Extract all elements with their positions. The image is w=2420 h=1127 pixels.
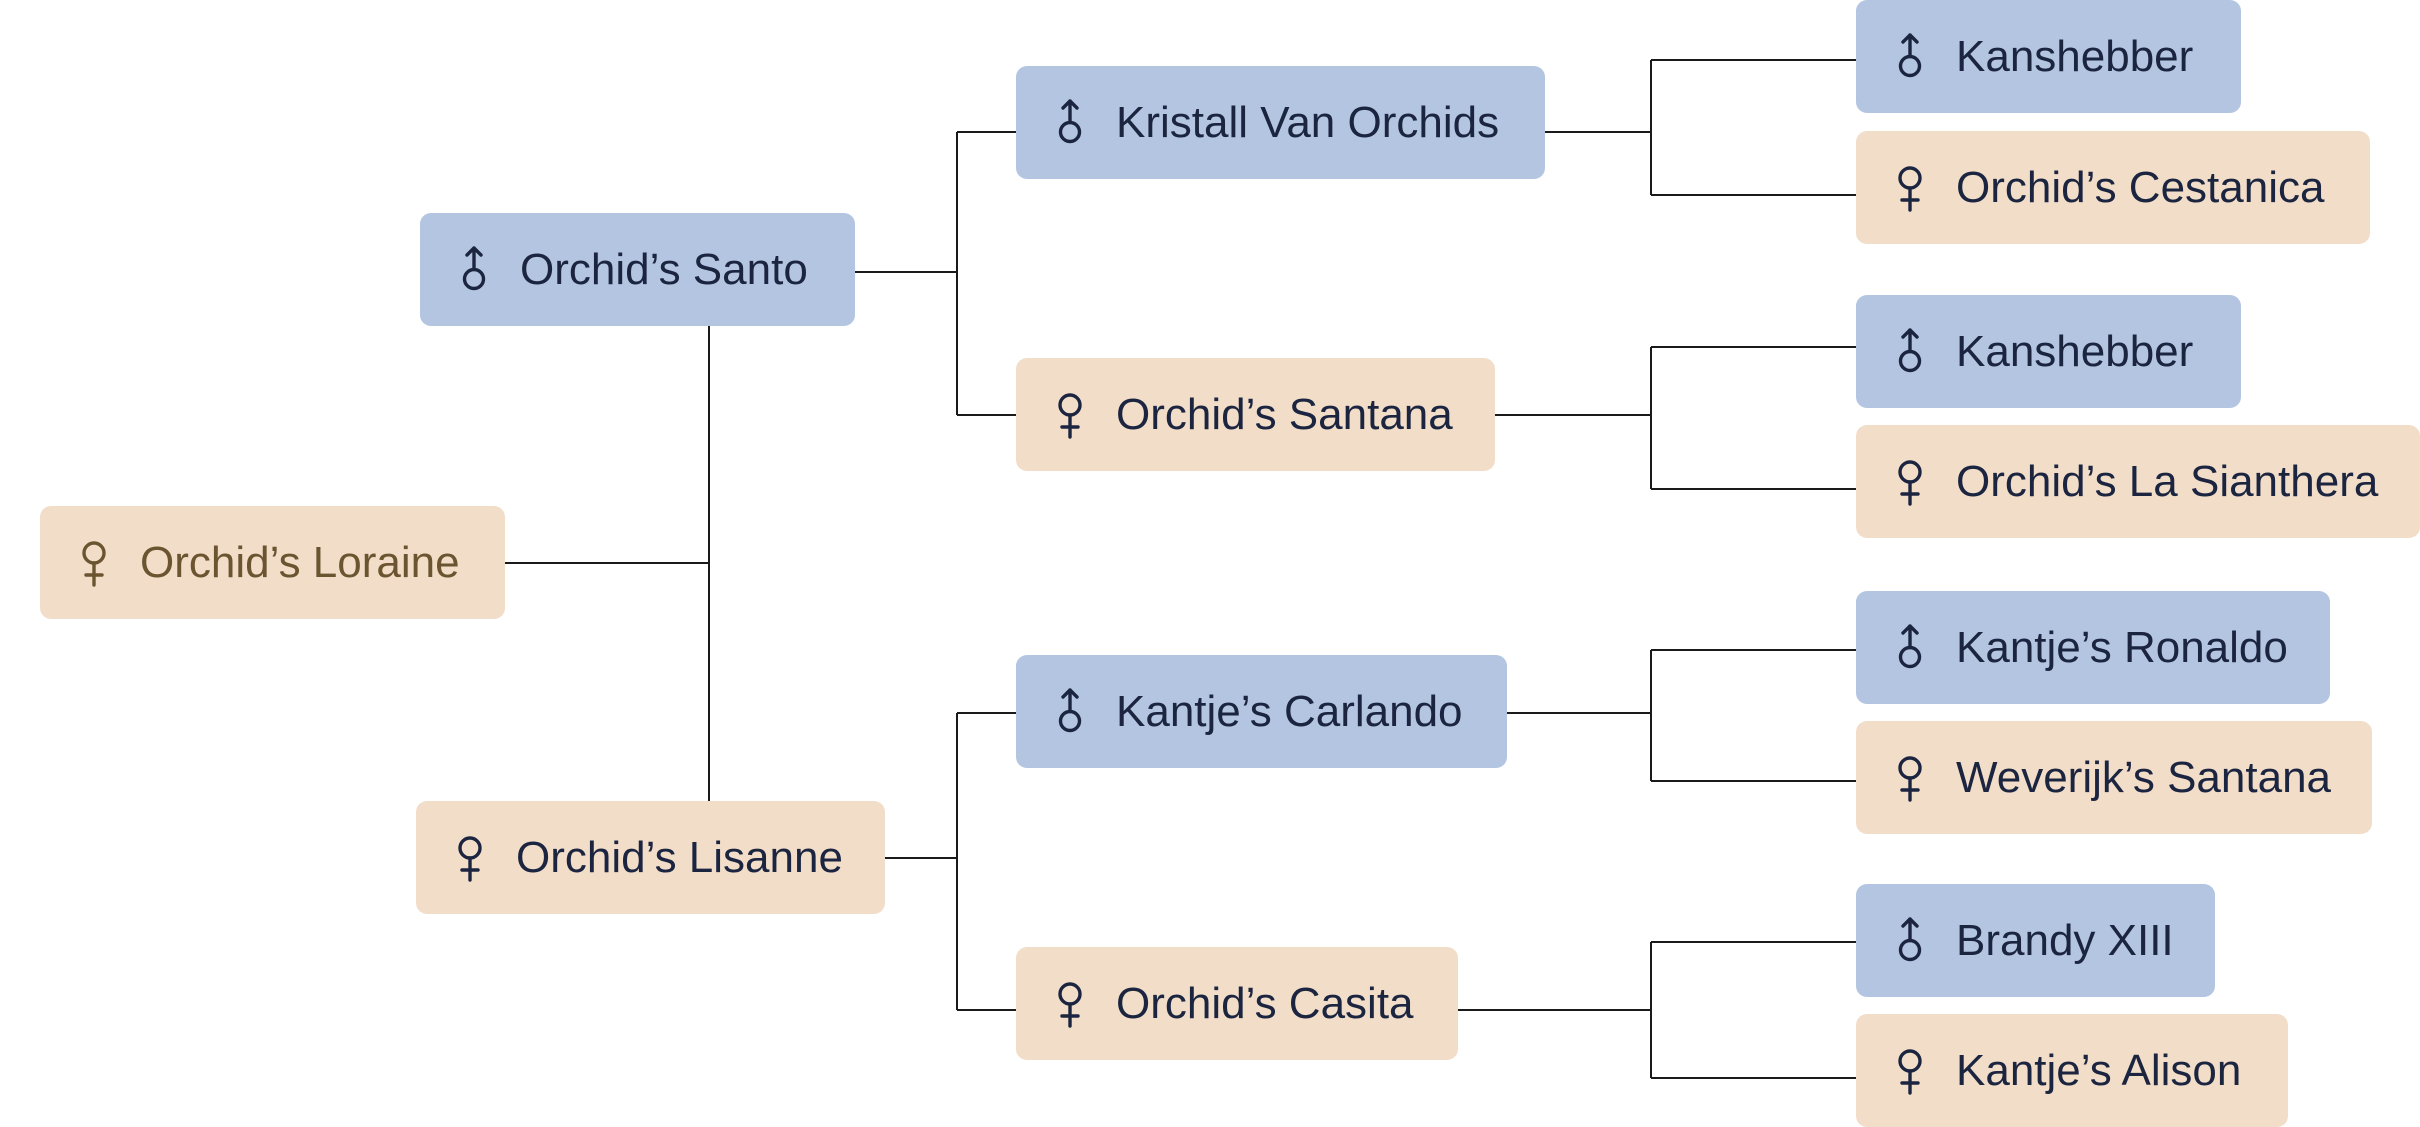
connector-dam-dam-parents — [1458, 941, 1856, 1079]
female-symbol-icon — [1894, 1046, 1926, 1096]
female-symbol-icon — [1054, 390, 1086, 440]
pedigree-node-sire-dam[interactable]: Orchid’s Santana — [1016, 358, 1495, 471]
node-name: Brandy XIII — [1956, 915, 2174, 965]
node-name: Kantje’s Carlando — [1116, 686, 1463, 736]
pedigree-node-sire-sire[interactable]: Kristall Van Orchids — [1016, 66, 1545, 179]
node-name: Orchid’s Santana — [1116, 389, 1453, 439]
pedigree-node-subject[interactable]: Orchid’s Loraine — [40, 506, 505, 619]
connector-sire-sire-parents — [1545, 59, 1856, 196]
female-symbol-icon — [78, 538, 110, 588]
male-symbol-icon — [1894, 32, 1926, 82]
male-symbol-icon — [1054, 98, 1086, 148]
male-symbol-icon — [1894, 916, 1926, 966]
pedigree-node-sire-sire-dam[interactable]: Orchid’s Cestanica — [1856, 131, 2370, 244]
node-name: Kanshebber — [1956, 326, 2194, 376]
pedigree-node-sire-dam-dam[interactable]: Orchid’s La Sianthera — [1856, 425, 2420, 538]
male-symbol-icon — [458, 245, 490, 295]
node-name: Orchid’s La Sianthera — [1956, 456, 2379, 506]
connector-dam-grandparents — [885, 712, 1016, 1011]
pedigree-node-dam-dam[interactable]: Orchid’s Casita — [1016, 947, 1458, 1060]
node-name: Kanshebber — [1956, 31, 2194, 81]
node-name: Orchid’s Santo — [520, 244, 808, 294]
female-symbol-icon — [1894, 753, 1926, 803]
pedigree-node-dam[interactable]: Orchid’s Lisanne — [416, 801, 885, 914]
node-name: Orchid’s Casita — [1116, 978, 1414, 1028]
pedigree-node-dam-sire[interactable]: Kantje’s Carlando — [1016, 655, 1507, 768]
node-name: Orchid’s Cestanica — [1956, 162, 2325, 212]
node-name: Kristall Van Orchids — [1116, 97, 1500, 147]
node-name: Weverijk’s Santana — [1956, 752, 2332, 802]
node-name: Orchid’s Loraine — [140, 537, 460, 587]
male-symbol-icon — [1054, 687, 1086, 737]
pedigree-node-dam-sire-sire[interactable]: Kantje’s Ronaldo — [1856, 591, 2330, 704]
connector-sire-dam-parents — [1495, 346, 1856, 490]
connector-dam-sire-parents — [1507, 649, 1856, 782]
node-name: Orchid’s Lisanne — [516, 832, 843, 882]
connector-subject-parents — [505, 326, 710, 801]
male-symbol-icon — [1894, 623, 1926, 673]
female-symbol-icon — [1894, 457, 1926, 507]
pedigree-node-dam-dam-sire[interactable]: Brandy XIII — [1856, 884, 2215, 997]
female-symbol-icon — [1894, 163, 1926, 213]
pedigree-node-sire[interactable]: Orchid’s Santo — [420, 213, 855, 326]
connector-sire-grandparents — [855, 131, 1016, 416]
pedigree-node-dam-sire-dam[interactable]: Weverijk’s Santana — [1856, 721, 2372, 834]
female-symbol-icon — [454, 833, 486, 883]
pedigree-node-sire-sire-sire[interactable]: Kanshebber — [1856, 0, 2241, 113]
node-name: Kantje’s Ronaldo — [1956, 622, 2288, 672]
node-name: Kantje’s Alison — [1956, 1045, 2242, 1095]
male-symbol-icon — [1894, 327, 1926, 377]
pedigree-node-sire-dam-sire[interactable]: Kanshebber — [1856, 295, 2241, 408]
pedigree-node-dam-dam-dam[interactable]: Kantje’s Alison — [1856, 1014, 2288, 1127]
female-symbol-icon — [1054, 979, 1086, 1029]
